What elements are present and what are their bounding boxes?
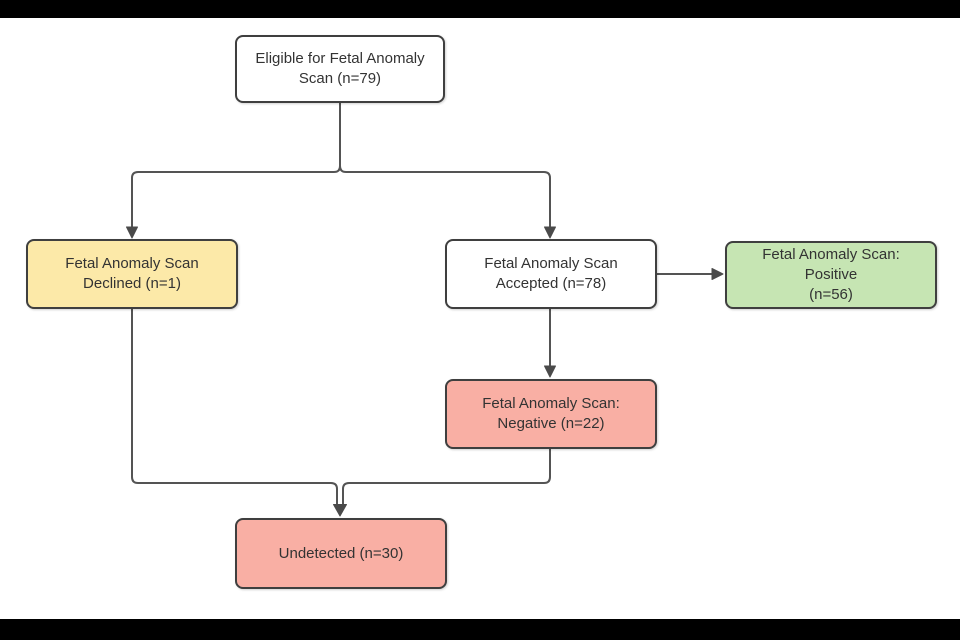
node-scan-declined: Fetal Anomaly Scan Declined (n=1) (26, 239, 238, 309)
arrowhead-positive (711, 268, 724, 280)
edge-declined-undetected (131, 309, 338, 505)
arrowhead-declined (126, 226, 138, 239)
arrowhead-negative (544, 365, 556, 378)
edge-negative-undetected (342, 449, 551, 505)
arrowhead-accepted (544, 226, 556, 239)
node-scan-positive: Fetal Anomaly Scan: Positive (n=56) (725, 241, 937, 309)
arrowhead-undetected (333, 504, 347, 517)
node-undetected: Undetected (n=30) (235, 518, 447, 589)
node-eligible-for-scan: Eligible for Fetal Anomaly Scan (n=79) (235, 35, 445, 103)
edge-eligible-declined (131, 103, 341, 229)
node-scan-negative: Fetal Anomaly Scan: Negative (n=22) (445, 379, 657, 449)
letterbox-bottom (0, 619, 960, 640)
letterbox-top (0, 0, 960, 18)
edge-eligible-accepted (339, 103, 551, 229)
node-scan-accepted: Fetal Anomaly Scan Accepted (n=78) (445, 239, 657, 309)
